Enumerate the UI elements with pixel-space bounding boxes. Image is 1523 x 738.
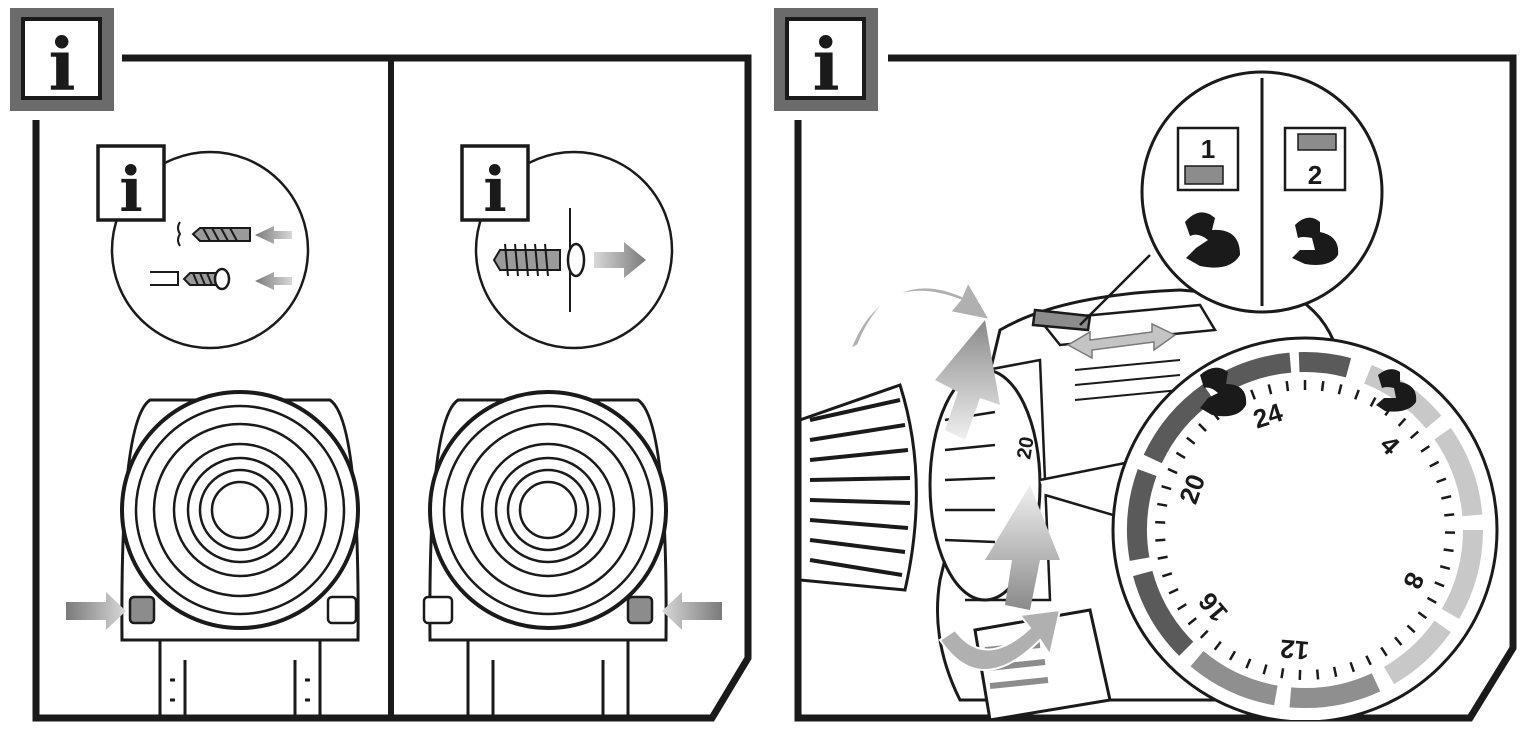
drill-bit-icon [177,221,292,247]
gear-2-indicator: 2 [1283,126,1347,192]
scale-tick [1332,666,1338,677]
push-arrow-right [66,592,126,630]
direction-switch-right [326,595,358,625]
scale-tick [1267,384,1273,395]
scale-tick [1167,467,1178,475]
scale-tick [1337,384,1343,395]
scale-tick [1320,380,1325,392]
scale-tick [1155,520,1166,524]
small-info-icon: i [119,153,143,226]
scale-segment [1384,620,1451,685]
scale-segment [1133,570,1194,656]
rotate-down-arrow [985,485,1060,610]
scale-tick [1157,555,1168,560]
scale-tick [1155,538,1166,542]
dial-high-torque-icon [1200,367,1247,417]
right-panel-info-badge: i [774,8,878,111]
section-reverse: i [422,144,722,720]
scale-tick [1213,641,1222,651]
rotation-arrows [848,279,1062,671]
scale-tick [1417,611,1428,620]
direction-switch-left [128,595,156,625]
dial-low-torque-icon [1376,369,1417,412]
torque-dial-callout [1039,336,1499,720]
scale-tick [1380,646,1388,657]
gear-callout: 1 2 [1079,70,1384,326]
svg-text:1: 1 [1201,134,1215,164]
scale-segment [1298,352,1352,378]
scale-tick [1441,495,1452,500]
scale-tick [1426,596,1437,604]
scale-tick [1429,460,1440,468]
scale-segment [1434,427,1483,517]
scale-tick [1285,380,1290,392]
scale-tick [1443,548,1454,553]
scale-tick [1161,572,1173,578]
scale-segment [1441,530,1483,619]
direction-switch-left [422,595,454,625]
scale-tick [1168,588,1179,595]
scale-tick [1434,581,1445,588]
scale-tick [1186,436,1196,445]
direction-switch-right [626,595,654,625]
gear-slide-arrow [1066,322,1177,360]
scale-tick [1198,423,1207,432]
scale-tick [1406,624,1416,634]
scale-segment [1143,384,1215,464]
scale-tick [1250,389,1256,400]
scale-tick [1245,658,1252,669]
gear-1-indicator: 1 [1176,126,1240,192]
scale-segment [1127,469,1157,561]
torque-dial [1111,336,1499,720]
scale-segment [1190,651,1278,706]
screw-icon [150,267,292,291]
scale-label: 12 [1279,633,1310,665]
scale-tick [1354,389,1360,400]
scale-tick [1439,565,1451,571]
scale-tick [1157,502,1168,507]
scale-tick [1369,396,1377,407]
scale-tick [1228,650,1237,661]
scale-tick [1315,669,1320,680]
push-arrow-left [662,592,722,630]
scale-tick [1262,664,1268,675]
left-panel: i i [10,8,752,722]
info-icon: i [48,22,75,107]
anchor-screw-icon [492,208,646,312]
right-panel: i 20 [774,8,1517,722]
scale-tick [1175,451,1186,459]
collar-mark-label: 20 [1013,435,1039,461]
scale-tick [1436,477,1447,484]
left-panel-frame [32,54,752,722]
scale-tick [1280,668,1285,679]
scale-tick [1161,484,1172,491]
scale-tick [1187,617,1197,626]
low-torque-icon [1292,217,1339,265]
scale-tick [1444,513,1455,517]
left-panel-info-badge: i [10,8,114,111]
drill-front-view [120,390,360,720]
scale-tick [1409,430,1420,440]
svg-text:2: 2 [1308,160,1322,190]
scale-tick [1420,445,1431,453]
scale-segment [1216,352,1292,394]
drill-front-view [422,390,668,720]
info-icon: i [812,22,839,107]
scale-tick [1177,603,1187,611]
scale-tick [1397,417,1407,427]
high-torque-icon [1185,212,1240,268]
section-forward: i [66,144,360,720]
right-panel-frame [794,54,1517,722]
scale-tick [1199,629,1209,639]
scale-tick [1349,661,1356,673]
rotate-up-arrow [935,320,1000,440]
scale-tick [1394,636,1403,646]
scale-segment [1289,673,1381,708]
small-info-icon: i [483,153,507,226]
scale-tick [1365,655,1372,666]
